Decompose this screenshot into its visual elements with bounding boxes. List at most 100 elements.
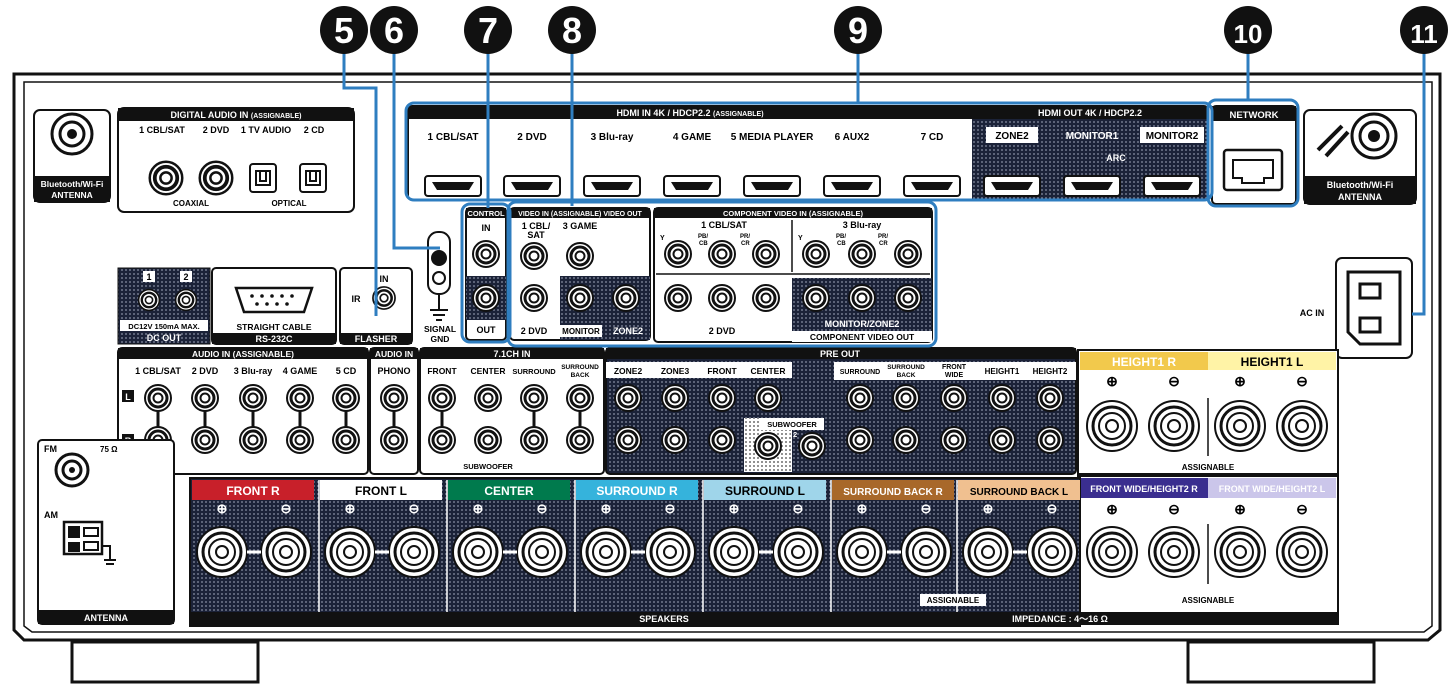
speaker-terminal-minus[interactable] [1025, 525, 1079, 579]
pre-fw-r[interactable] [939, 425, 969, 455]
pre-h1-r[interactable] [987, 425, 1017, 455]
speaker-terminal-plus[interactable] [579, 525, 633, 579]
component-3-pb[interactable] [847, 239, 877, 269]
ch71-center[interactable] [473, 383, 503, 413]
hdmi-in-port-7[interactable] [903, 175, 961, 197]
video-in-jack-3[interactable] [565, 241, 595, 271]
fm-jack[interactable] [54, 452, 90, 488]
audio-in-5-l[interactable] [331, 383, 361, 413]
audio-in-4-r[interactable] [285, 425, 315, 455]
ch71-sb-l[interactable] [565, 383, 595, 413]
pre-sub-1[interactable] [753, 431, 783, 461]
speaker-terminal-plus[interactable] [451, 525, 505, 579]
hdmi-out-port-monitor1[interactable] [1063, 175, 1121, 197]
audio-in-2-r[interactable] [190, 425, 220, 455]
phono-r[interactable] [379, 425, 409, 455]
video-in-jack-1[interactable] [519, 241, 549, 271]
component-3-pr[interactable] [893, 239, 923, 269]
pre-sb-r[interactable] [891, 425, 921, 455]
pre-h2-r[interactable] [1035, 425, 1065, 455]
dc-out-jack-1[interactable] [137, 288, 161, 312]
speaker-terminal-minus[interactable] [899, 525, 953, 579]
video-out-monitor[interactable] [565, 283, 595, 313]
speaker-terminal-minus[interactable] [643, 525, 697, 579]
ethernet-port[interactable] [1222, 148, 1284, 192]
fw-r-plus[interactable] [1085, 525, 1139, 579]
pre-h2-l[interactable] [1035, 383, 1065, 413]
speaker-terminal-minus[interactable] [387, 525, 441, 579]
ch71-surround-l[interactable] [519, 383, 549, 413]
audio-in-3-l[interactable] [238, 383, 268, 413]
pre-fw-l[interactable] [939, 383, 969, 413]
coaxial-jack-2[interactable] [197, 159, 235, 197]
audio-in-4-l[interactable] [285, 383, 315, 413]
pre-front-l[interactable] [707, 383, 737, 413]
video-out-zone2[interactable] [611, 283, 641, 313]
control-in-jack[interactable] [471, 239, 501, 269]
speaker-terminal-minus[interactable] [515, 525, 569, 579]
ch71-sb-r[interactable] [565, 425, 595, 455]
dc-out-jack-2[interactable] [174, 288, 198, 312]
hdmi-in-port-6[interactable] [823, 175, 881, 197]
audio-in-3-r[interactable] [238, 425, 268, 455]
control-out-jack[interactable] [471, 283, 501, 313]
fw-l-minus[interactable] [1275, 525, 1329, 579]
pre-zone3-r[interactable] [660, 425, 690, 455]
pre-surround-r[interactable] [845, 425, 875, 455]
pre-h1-l[interactable] [987, 383, 1017, 413]
component-out-pb[interactable] [847, 283, 877, 313]
rs232c-port[interactable] [234, 286, 314, 314]
hdmi-out-port-monitor2[interactable] [1143, 175, 1201, 197]
pre-center-jack[interactable] [753, 383, 783, 413]
ch71-front-r[interactable] [427, 425, 457, 455]
component-2-pb[interactable] [707, 283, 737, 313]
pre-zone3-l[interactable] [660, 383, 690, 413]
ch71-surround-r[interactable] [519, 425, 549, 455]
am-terminal[interactable] [62, 520, 116, 565]
speaker-terminal-plus[interactable] [323, 525, 377, 579]
pre-front-r[interactable] [707, 425, 737, 455]
video-in-jack-2[interactable] [519, 283, 549, 313]
component-out-pr[interactable] [893, 283, 923, 313]
component-1-y[interactable] [663, 239, 693, 269]
speaker-terminal-minus[interactable] [259, 525, 313, 579]
component-1-pb[interactable] [707, 239, 737, 269]
audio-in-1-l[interactable] [143, 383, 173, 413]
speaker-terminal-plus[interactable] [707, 525, 761, 579]
optical-jack-2[interactable] [299, 163, 327, 193]
ch71-subwoofer[interactable] [473, 425, 503, 455]
audio-in-5-r[interactable] [331, 425, 361, 455]
height1-r-minus[interactable] [1147, 399, 1201, 453]
phono-l[interactable] [379, 383, 409, 413]
hdmi-in-port-1[interactable] [424, 175, 482, 197]
hdmi-in-port-3[interactable] [583, 175, 641, 197]
pre-sub-2[interactable] [797, 431, 827, 461]
ac-in[interactable]: AC IN [1300, 257, 1413, 359]
coaxial-jack-1[interactable] [147, 159, 185, 197]
speaker-terminal-minus[interactable] [771, 525, 825, 579]
audio-in-2-l[interactable] [190, 383, 220, 413]
pre-zone2-r[interactable] [613, 425, 643, 455]
speaker-terminal-plus[interactable] [195, 525, 249, 579]
hdmi-in-port-2[interactable] [503, 175, 561, 197]
ch71-front-l[interactable] [427, 383, 457, 413]
optical-jack-1[interactable] [249, 163, 277, 193]
component-out-y[interactable] [801, 283, 831, 313]
height1-l-minus[interactable] [1275, 399, 1329, 453]
height1-l-plus[interactable] [1213, 399, 1267, 453]
component-1-pr[interactable] [751, 239, 781, 269]
fw-r-minus[interactable] [1147, 525, 1201, 579]
hdmi-in-port-4[interactable] [663, 175, 721, 197]
speaker-terminal-plus[interactable] [961, 525, 1015, 579]
speaker-terminal-plus[interactable] [835, 525, 889, 579]
component-3-y[interactable] [801, 239, 831, 269]
fw-l-plus[interactable] [1213, 525, 1267, 579]
component-2-pr[interactable] [751, 283, 781, 313]
pre-surround-l[interactable] [845, 383, 875, 413]
pre-zone2-l[interactable] [613, 383, 643, 413]
hdmi-out-port-zone2[interactable] [983, 175, 1041, 197]
hdmi-in-port-5[interactable] [743, 175, 801, 197]
height1-r-plus[interactable] [1085, 399, 1139, 453]
pre-sb-l[interactable] [891, 383, 921, 413]
component-2-y[interactable] [663, 283, 693, 313]
